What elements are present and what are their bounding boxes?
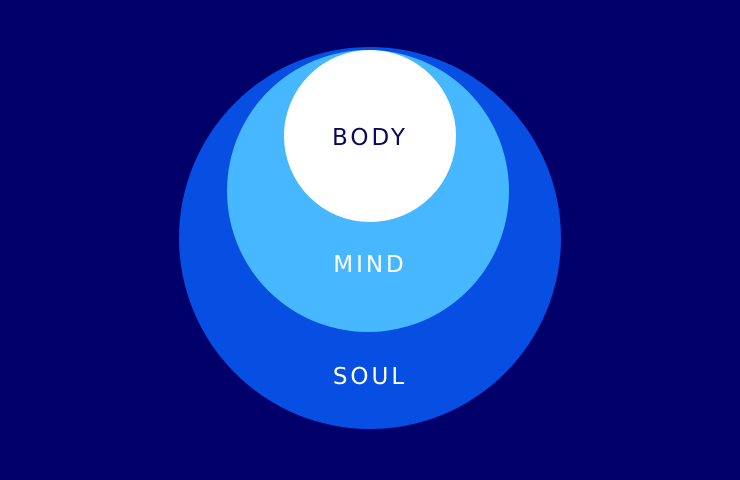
body-label: BODY [332,125,408,151]
soul-label: SOUL [332,364,408,390]
body-circle [284,50,456,222]
mind-label: MIND [333,252,407,278]
